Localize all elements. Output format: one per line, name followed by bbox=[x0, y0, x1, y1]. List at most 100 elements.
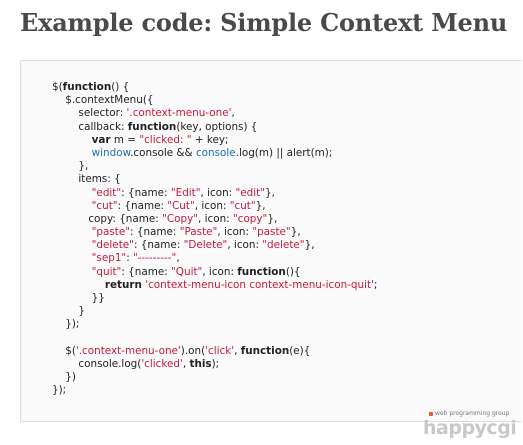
code-text: m = bbox=[110, 133, 140, 146]
code-line: "edit": {name: "Edit", icon: "edit"}, bbox=[52, 187, 377, 200]
code-string: "Paste" bbox=[179, 226, 218, 239]
code-text: , bbox=[234, 344, 241, 357]
code-text: .console && bbox=[130, 146, 196, 159]
code-string: '.context-menu-one' bbox=[126, 107, 232, 120]
code-string: "cut" bbox=[91, 199, 118, 212]
code-string: "edit" bbox=[91, 186, 122, 199]
code-line: "delete": {name: "Delete", icon: "delete… bbox=[52, 239, 377, 252]
code-text: , icon: bbox=[217, 226, 253, 239]
page-title: Example code: Simple Context Menu bbox=[20, 8, 508, 37]
code-text: }); bbox=[52, 384, 67, 397]
code-string: "cut" bbox=[229, 199, 256, 212]
code-keyword: function bbox=[127, 120, 177, 133]
code-lines: $(function() { $.contextMenu({ selector:… bbox=[52, 81, 377, 398]
code-keyword: function bbox=[62, 81, 112, 93]
code-string: "delete" bbox=[91, 239, 134, 252]
code-line: "sep1": "---------", bbox=[52, 252, 377, 265]
code-text: items: { bbox=[52, 173, 121, 186]
code-string: "---------" bbox=[133, 252, 177, 265]
code-text: , bbox=[182, 357, 190, 370]
code-text: , icon: bbox=[194, 199, 230, 212]
watermark-dot-icon bbox=[429, 411, 433, 416]
code-line: console.log('clicked', this); bbox=[52, 358, 377, 371]
code-block: $(function() { $.contextMenu({ selector:… bbox=[20, 60, 522, 422]
code-text: }, bbox=[267, 212, 278, 225]
code-text bbox=[52, 266, 92, 278]
code-line: callback: function(key, options) { bbox=[52, 121, 377, 134]
code-string: "Delete" bbox=[183, 239, 228, 252]
watermark-logo: happycgi bbox=[423, 417, 517, 439]
code-string: 'context-menu-icon context-menu-icon-qui… bbox=[145, 278, 374, 291]
code-string: "Edit" bbox=[170, 186, 201, 199]
code-text: , bbox=[231, 107, 235, 120]
code-text: : {name: bbox=[117, 199, 168, 212]
code-line: window.console && console.log(m) || aler… bbox=[52, 147, 377, 160]
code-text: : {name: bbox=[133, 239, 184, 252]
code-string: "Copy" bbox=[162, 212, 198, 225]
code-text: }, bbox=[265, 186, 275, 199]
watermark-tagline: web programming group bbox=[429, 410, 509, 417]
code-text: }); bbox=[52, 318, 80, 331]
code-text: }, bbox=[255, 199, 266, 212]
code-keyword: function bbox=[240, 344, 290, 357]
code-keyword: this bbox=[189, 357, 212, 370]
code-text: , bbox=[176, 252, 180, 265]
watermark-tagline-text: web programming group bbox=[435, 410, 510, 417]
code-text: }} bbox=[52, 292, 105, 304]
code-text: () { bbox=[111, 81, 130, 93]
code-keyword: function bbox=[237, 265, 286, 278]
code-text: $.contextMenu({ bbox=[52, 94, 154, 107]
code-string: "copy" bbox=[232, 212, 268, 225]
code-line: }} bbox=[52, 292, 377, 305]
code-line: $('.context-menu-one').on('click', funct… bbox=[52, 345, 377, 358]
code-text: + key; bbox=[191, 133, 229, 146]
code-identifier: window bbox=[91, 146, 131, 159]
code-text: } bbox=[52, 305, 86, 318]
code-text: copy: {name: bbox=[52, 212, 163, 225]
code-text: callback: bbox=[52, 120, 128, 133]
code-string: "delete" bbox=[262, 239, 305, 252]
code-text: }, bbox=[304, 239, 315, 252]
code-text: $( bbox=[52, 81, 63, 93]
code-text: , icon: bbox=[227, 239, 263, 252]
code-text bbox=[52, 187, 92, 199]
code-text: .log(m) || alert(m); bbox=[235, 146, 333, 159]
code-line: }); bbox=[52, 384, 377, 397]
code-line: copy: {name: "Copy", icon: "copy"}, bbox=[52, 213, 377, 226]
code-line: $(function() { bbox=[52, 81, 377, 94]
code-string: "quit" bbox=[91, 265, 122, 278]
code-line: "quit": {name: "Quit", icon: function(){ bbox=[52, 266, 377, 279]
code-text: , icon: bbox=[200, 186, 236, 199]
code-string: '.context-menu-one' bbox=[75, 344, 181, 357]
code-text: , icon: bbox=[198, 212, 233, 225]
code-string: 'click' bbox=[205, 344, 235, 357]
code-text bbox=[52, 239, 92, 251]
code-string: 'clicked' bbox=[141, 357, 183, 370]
code-text: (e){ bbox=[289, 344, 311, 357]
code-string: "edit" bbox=[235, 186, 265, 199]
code-line: } bbox=[52, 305, 377, 318]
code-line: return 'context-menu-icon context-menu-i… bbox=[52, 278, 378, 292]
code-text: }) bbox=[52, 371, 76, 384]
code-text bbox=[52, 147, 92, 159]
code-text: : {name: bbox=[130, 226, 180, 239]
code-string: "Quit" bbox=[171, 265, 203, 278]
code-line: items: { bbox=[52, 173, 377, 186]
code-line: }); bbox=[52, 318, 377, 331]
code-string: "Cut" bbox=[167, 199, 195, 212]
code-line: $.contextMenu({ bbox=[52, 94, 377, 107]
code-string: "clicked: " bbox=[139, 133, 192, 146]
code-text: (){ bbox=[285, 265, 301, 278]
code-line bbox=[52, 332, 377, 345]
code-text bbox=[52, 226, 92, 238]
code-line: selector: '.context-menu-one', bbox=[52, 107, 377, 120]
code-line: }) bbox=[52, 371, 377, 384]
code-text bbox=[52, 200, 92, 212]
code-identifier: console bbox=[195, 146, 236, 159]
code-text: : bbox=[126, 252, 134, 265]
code-string: "sep1" bbox=[91, 252, 127, 265]
code-text: : {name: bbox=[121, 186, 171, 199]
code-text: console.log( bbox=[52, 357, 142, 370]
code-line: }, bbox=[52, 160, 377, 173]
code-text: $( bbox=[52, 344, 76, 357]
